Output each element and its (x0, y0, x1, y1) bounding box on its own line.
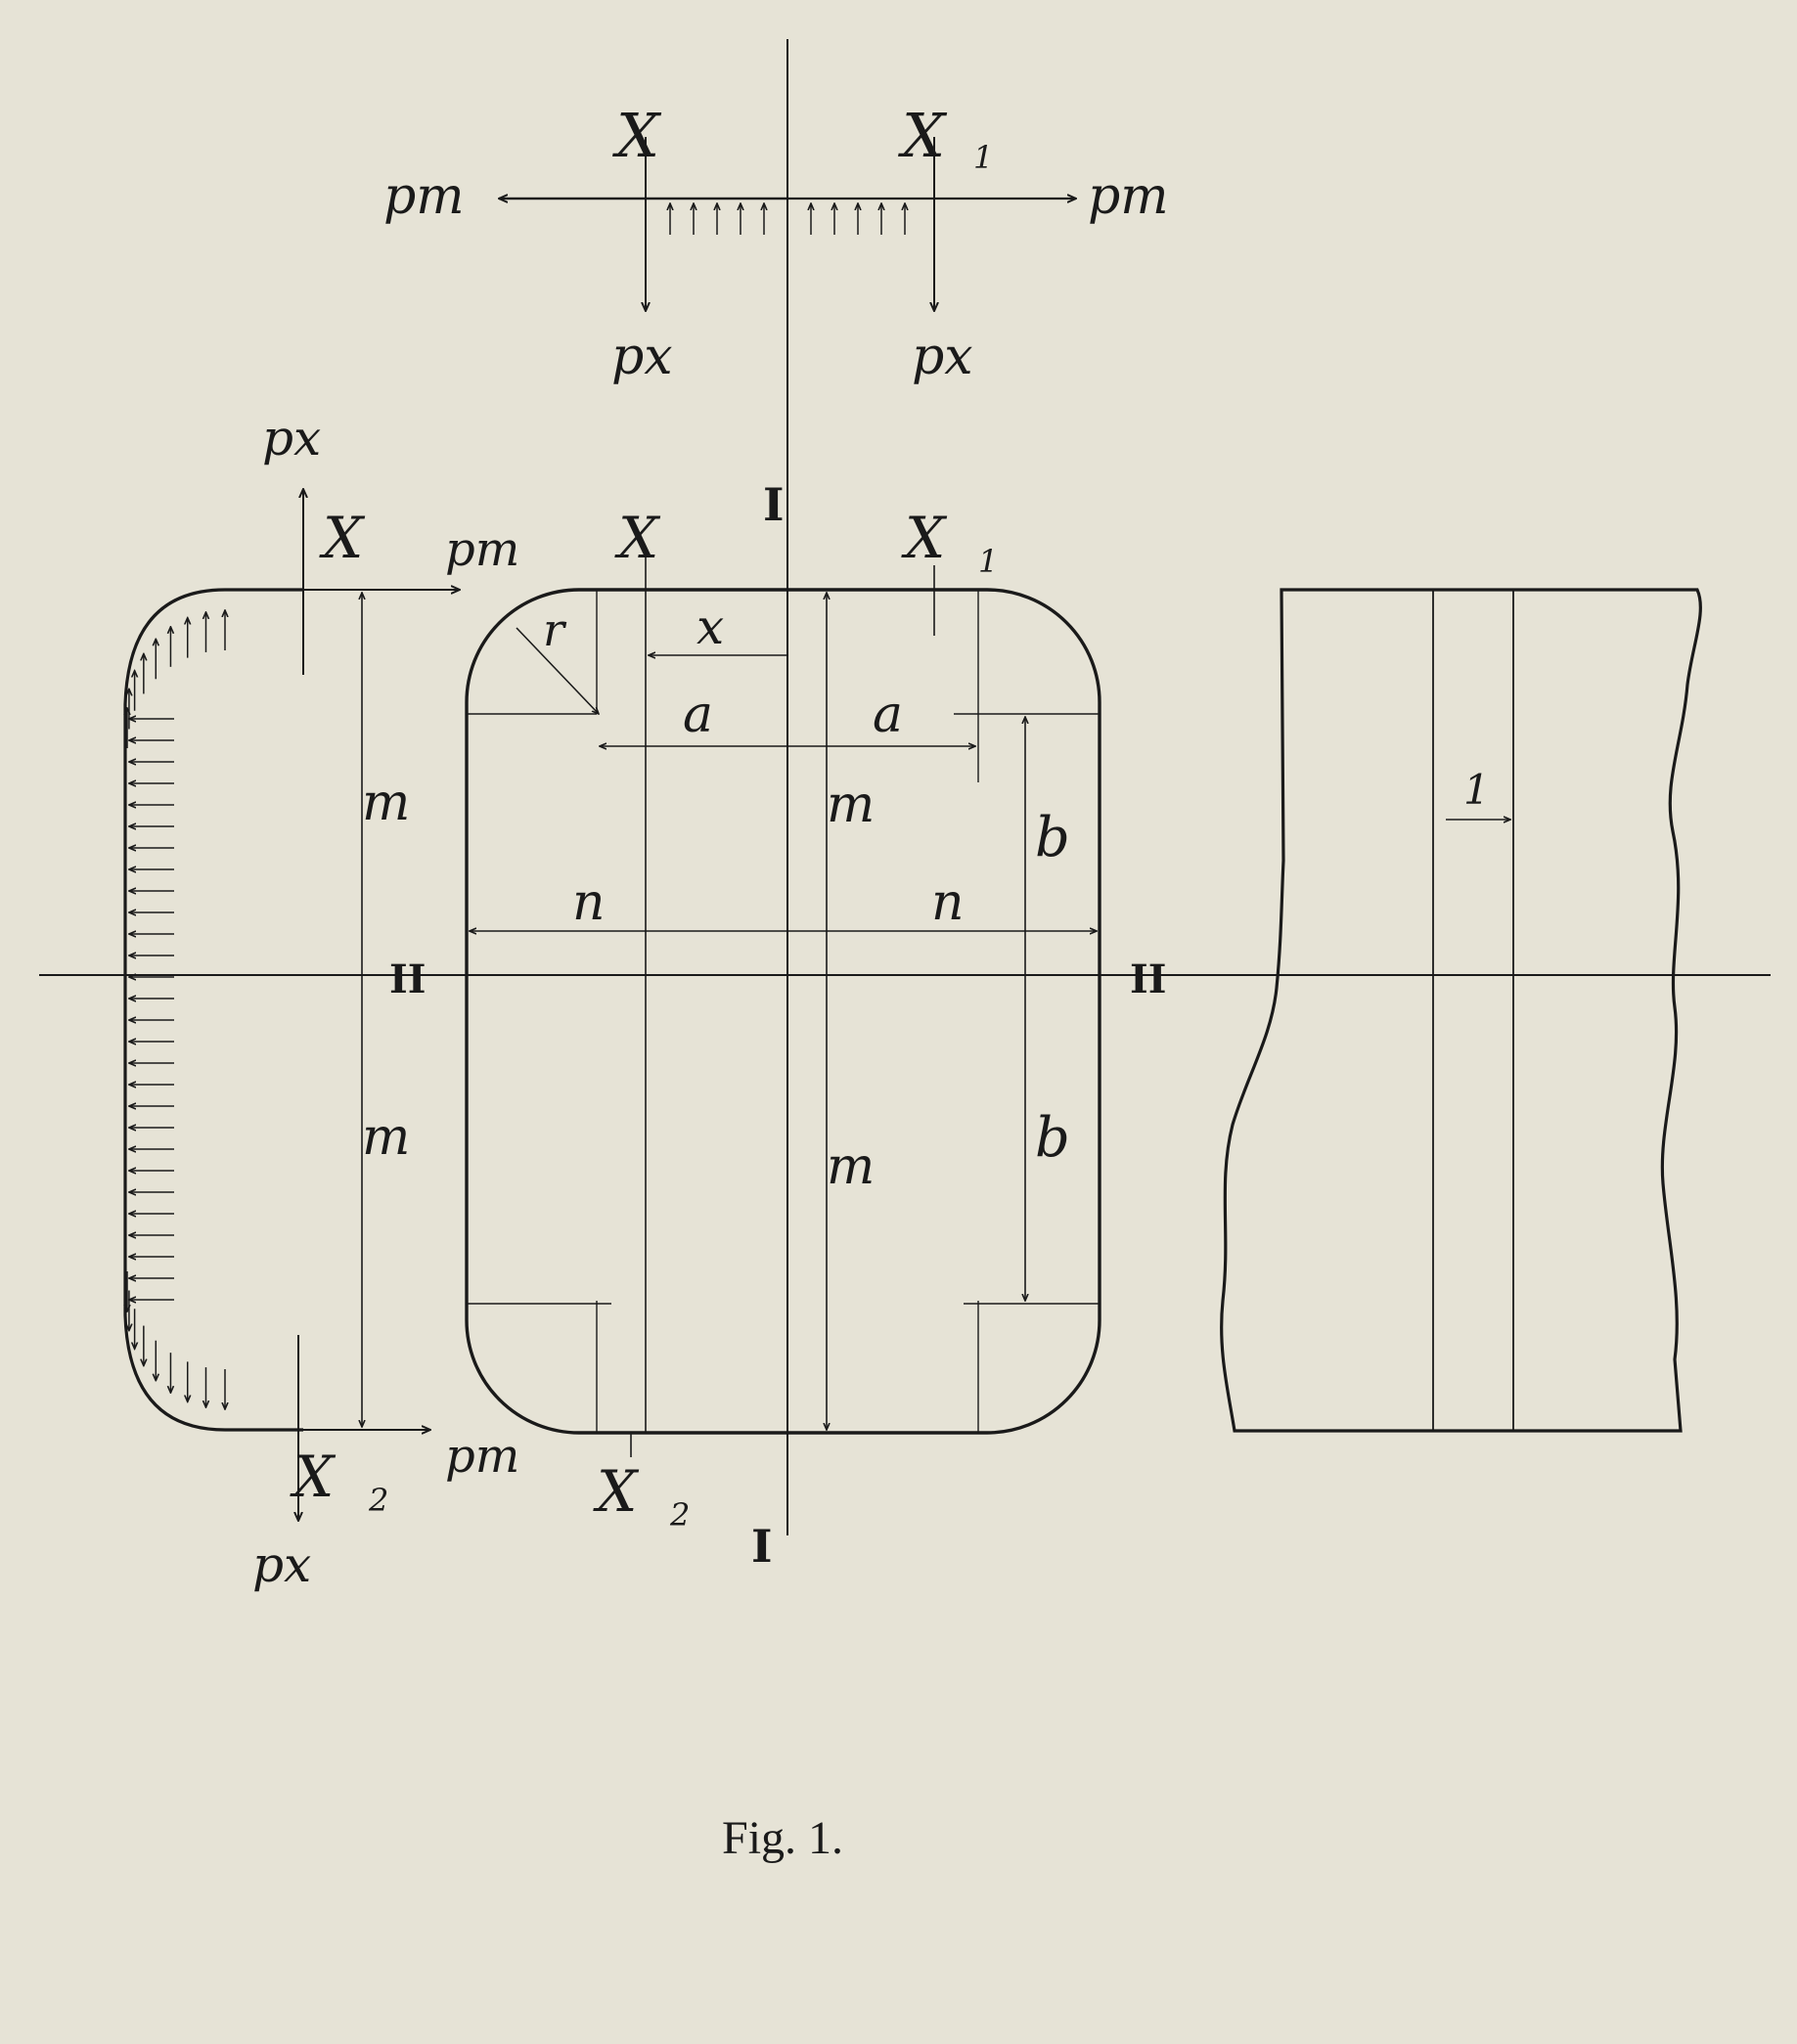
label-px-left-top: px (262, 410, 321, 467)
label-m-section-top: m (827, 776, 875, 834)
label-X-left: X (319, 505, 366, 571)
label-X-section: X (614, 505, 661, 571)
label-px-top-right: px (912, 328, 973, 386)
label-n-left: n (572, 873, 606, 932)
radius-r (516, 627, 599, 714)
label-pm-top-right: pm (1088, 167, 1169, 226)
label-X1-section: X (901, 505, 948, 571)
left-outline (123, 588, 303, 1432)
label-m-left-bottom: m (362, 1108, 410, 1167)
label-X-top: X (612, 100, 662, 171)
label-II-left: II (389, 956, 426, 1002)
side-view-outline (1220, 588, 1702, 1433)
label-a-left: a (683, 686, 713, 744)
section-outline (465, 588, 1101, 1435)
label-X2-section: X (593, 1458, 640, 1525)
label-one: 1 (1463, 766, 1490, 814)
label-b-bottom: b (1035, 1106, 1070, 1170)
label-X2-left: X (290, 1444, 337, 1510)
pressure-arrows-top (670, 203, 905, 235)
label-pm-left-bottom: pm (445, 1429, 519, 1484)
label-I-top: I (763, 478, 785, 531)
label-px-top-left: px (611, 328, 673, 386)
label-II-right: II (1130, 956, 1166, 1002)
label-I-bottom: I (751, 1520, 773, 1573)
label-X2-section-sub: 2 (669, 1496, 690, 1533)
pressure-arrows-left (127, 610, 225, 1409)
label-pm-top-left: pm (383, 167, 465, 226)
label-b-top: b (1035, 806, 1070, 869)
label-pm-left-top: pm (445, 522, 519, 577)
label-X2-left-sub: 2 (368, 1482, 388, 1519)
label-m-section-bottom: m (827, 1137, 875, 1196)
label-m-left-top: m (362, 774, 410, 832)
label-r: r (543, 603, 567, 656)
label-n-right: n (931, 873, 965, 932)
labels: X X 1 pm pm px px px X pm m m X 2 pm px … (252, 100, 1490, 1864)
top-freebody (499, 137, 1076, 311)
label-a-right: a (873, 686, 903, 744)
label-X1-section-sub: 1 (978, 543, 998, 580)
label-x: x (696, 599, 724, 655)
left-pressure-diagram (125, 489, 460, 1521)
figure-caption: Fig. 1. (722, 1812, 843, 1864)
side-view (1220, 588, 1702, 1433)
cross-section (465, 548, 1101, 1457)
label-X1-top: X (898, 100, 948, 171)
label-px-left-bottom: px (252, 1536, 311, 1593)
label-X1-top-sub: 1 (973, 139, 993, 176)
